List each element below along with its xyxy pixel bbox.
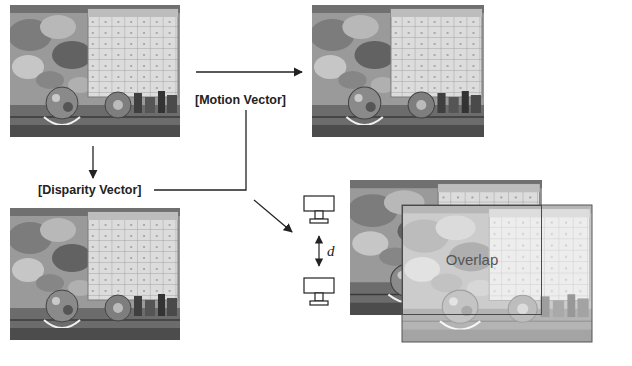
- region-label: Overlap: [446, 251, 499, 269]
- distance-label: d: [325, 242, 337, 260]
- result-arrow: [254, 200, 292, 232]
- vector-label: [Motion Vector]: [193, 93, 288, 108]
- scene-photo: [8, 208, 180, 340]
- vector-label: [Disparity Vector]: [36, 183, 144, 198]
- camera-icon: [304, 196, 334, 223]
- joining-line: [154, 110, 246, 190]
- scene-photo: [310, 5, 484, 137]
- motion-arrow: [196, 71, 302, 72]
- overlap-region: Overlap: [402, 205, 542, 315]
- baseline-arrow: [318, 236, 319, 266]
- photo-frame: [402, 205, 592, 342]
- camera-icon: [304, 278, 334, 305]
- scene-photo: [8, 5, 180, 137]
- disparity-arrow: [92, 146, 93, 178]
- scene-photo: [400, 205, 592, 342]
